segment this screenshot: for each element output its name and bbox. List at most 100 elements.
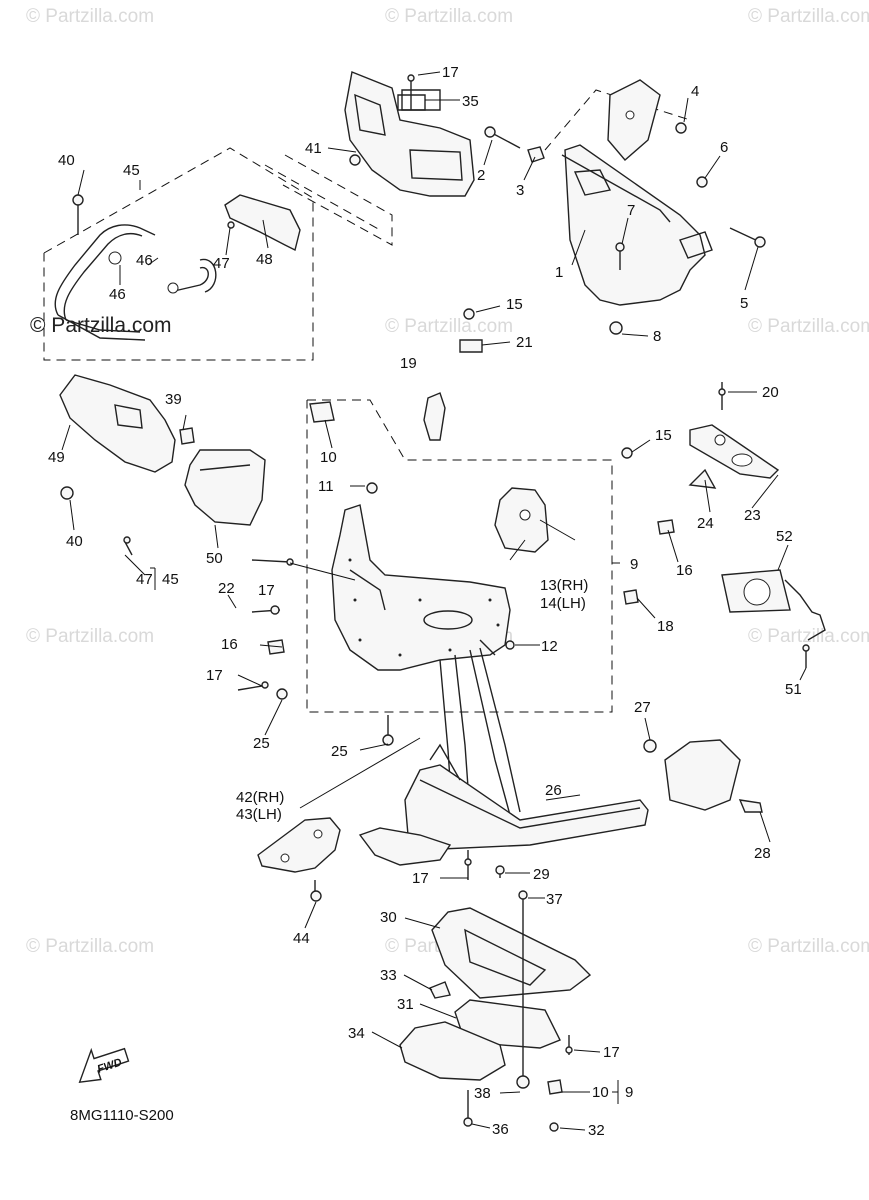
group-box-9 <box>306 399 613 713</box>
leader-lines <box>61 71 807 1131</box>
part-33-clip <box>429 981 451 999</box>
panel-rivet-holes <box>348 558 500 657</box>
callout-12: 12 <box>541 638 558 655</box>
callout-17: 17 <box>258 582 275 599</box>
watermark-text: © Partzilla.com <box>748 936 869 957</box>
callout-52: 52 <box>776 528 793 545</box>
callout-31: 31 <box>397 996 414 1013</box>
callout-35: 35 <box>462 93 479 110</box>
callout-28: 28 <box>754 845 771 862</box>
watermark-text: © Partzilla.com <box>26 626 154 647</box>
part-9-inner-panel <box>331 504 511 671</box>
part-24-bracket <box>688 468 717 489</box>
part-26-frame <box>358 647 649 866</box>
callout-3: 3 <box>516 182 524 199</box>
callout-43-lh: 43(LH) <box>236 806 282 823</box>
callout-1: 1 <box>555 264 563 281</box>
callout-45: 45 <box>123 162 140 179</box>
callout-17: 17 <box>603 1044 620 1061</box>
callout-15: 15 <box>506 296 523 313</box>
callout-42-rh: 42(RH) <box>236 789 284 806</box>
part-23-plate <box>689 424 780 479</box>
watermark-text: © Partzilla.com <box>385 316 513 337</box>
callout-50: 50 <box>206 550 223 567</box>
part-50-bracket <box>184 449 266 526</box>
callout-17: 17 <box>206 667 223 684</box>
callout-26: 26 <box>545 782 562 799</box>
group-box-45 <box>43 147 314 361</box>
callout-6: 6 <box>720 139 728 156</box>
watermark-text: © Partzilla.com <box>748 316 869 337</box>
diagram-code: 8MG1110-S200 <box>70 1107 174 1124</box>
callout-39: 39 <box>165 391 182 408</box>
callout-2: 2 <box>477 167 485 184</box>
callout-19: 19 <box>400 355 417 372</box>
callout-25: 25 <box>331 743 348 760</box>
callout-38: 38 <box>474 1085 491 1102</box>
watermark-text: © Partzilla.com <box>26 936 154 957</box>
callout-10: 10 <box>320 449 337 466</box>
callout-29: 29 <box>533 866 550 883</box>
watermark-text: © Partzilla.com <box>748 6 869 27</box>
callout-17: 17 <box>412 870 429 887</box>
callout-7: 7 <box>627 202 635 219</box>
part-13-latch <box>494 487 549 553</box>
callout-48: 48 <box>256 251 273 268</box>
fasteners <box>60 74 810 1132</box>
callout-10: 10 <box>592 1084 609 1101</box>
callout-8: 8 <box>653 328 661 345</box>
part-1-front-panel <box>561 79 713 306</box>
callout-47: 47 <box>213 255 230 272</box>
callout-49: 49 <box>48 449 65 466</box>
part-34-plate <box>399 1021 506 1081</box>
bracket-41-outline <box>264 164 381 231</box>
fwd-arrow-icon: FWD <box>78 1047 130 1084</box>
watermark-text: © Partzilla.com <box>26 6 154 27</box>
callout-15: 15 <box>655 427 672 444</box>
callout-44: 44 <box>293 930 310 947</box>
bracket-1-outline <box>544 89 691 151</box>
part-52-plate <box>721 569 826 641</box>
watermark-text: © Partzilla.com <box>748 626 869 647</box>
callout-47: 47 <box>136 571 153 588</box>
callout-14-lh: 14(LH) <box>540 595 586 612</box>
callout-17: 17 <box>442 64 459 81</box>
callout-21: 21 <box>516 334 533 351</box>
callout-labels: 17 35 41 2 3 4 6 7 5 1 8 15 21 19 20 15 … <box>48 64 802 1139</box>
callout-45: 45 <box>162 571 179 588</box>
callout-16: 16 <box>676 562 693 579</box>
callout-9: 9 <box>625 1084 633 1101</box>
callout-40: 40 <box>58 152 75 169</box>
callout-46: 46 <box>109 286 126 303</box>
callout-27: 27 <box>634 699 651 716</box>
part-45-handle <box>54 194 301 341</box>
callout-22: 22 <box>218 580 235 597</box>
callout-33: 33 <box>380 967 397 984</box>
fwd-label: FWD <box>96 1057 124 1076</box>
callout-41: 41 <box>305 140 322 157</box>
callout-30: 30 <box>380 909 397 926</box>
callout-9: 9 <box>630 556 638 573</box>
bracket-41-outline <box>282 154 393 246</box>
callout-13-rh: 13(RH) <box>540 577 588 594</box>
part-28-mount <box>664 739 763 813</box>
part-19-bracket <box>423 392 446 441</box>
callout-51: 51 <box>785 681 802 698</box>
callout-4: 4 <box>691 83 699 100</box>
callout-25: 25 <box>253 735 270 752</box>
callout-40: 40 <box>66 533 83 550</box>
part-42-bracket <box>257 817 341 873</box>
callout-36: 36 <box>492 1121 509 1138</box>
callout-11: 11 <box>318 478 334 495</box>
callout-20: 20 <box>762 384 779 401</box>
callout-24: 24 <box>697 515 714 532</box>
watermark-text: © Partzilla.com <box>385 6 513 27</box>
callout-18: 18 <box>657 618 674 635</box>
partzilla-logo: © Partzilla.com <box>30 314 172 337</box>
callout-16: 16 <box>221 636 238 653</box>
callout-5: 5 <box>740 295 748 312</box>
callout-32: 32 <box>588 1122 605 1139</box>
callout-37: 37 <box>546 891 563 908</box>
part-35-panel <box>344 71 475 197</box>
